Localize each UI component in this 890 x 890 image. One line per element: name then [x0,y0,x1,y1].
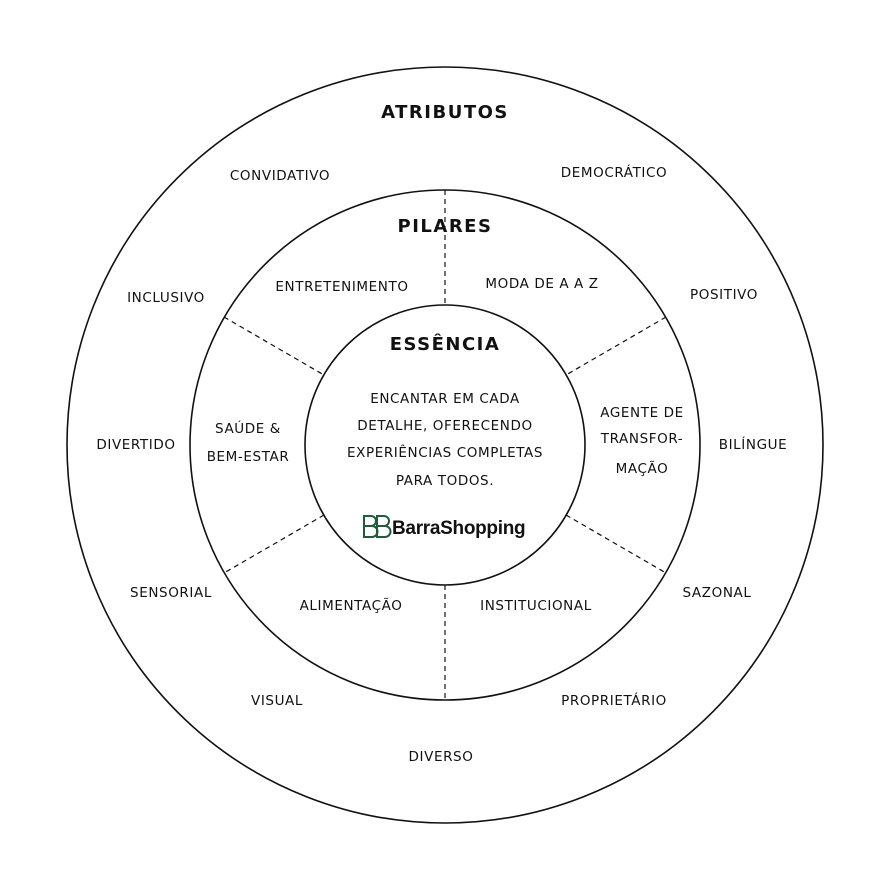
pillar-label: ALIMENTAÇÃO [300,597,403,614]
essence-statement: ENCANTAR EM CADA DETALHE, OFERECENDO EXP… [347,391,543,489]
attribute-label: INCLUSIVO [127,290,205,306]
divider-upper-right [565,316,667,376]
outer-ring [66,66,824,824]
pillar-label: MODA DE A A Z [485,276,598,292]
attribute-label: SENSORIAL [130,585,212,601]
attribute-label: SAZONAL [683,585,752,601]
pillars: ENTRETENIMENTO MODA DE A A Z AGENTE DE T… [207,276,683,614]
attribute-label: DEMOCRÁTICO [561,164,668,181]
essence-line: PARA TODOS. [396,473,494,489]
heading-essencia: ESSÊNCIA [390,333,501,355]
pillar-label: SAÚDE & [215,419,281,437]
attribute-label: CONVIDATIVO [230,168,330,184]
pillar-label: AGENTE DE [600,405,683,421]
attribute-label: PROPRIETÁRIO [561,692,667,709]
pillar-label: MAÇÃO [616,460,669,477]
essence-line: ENCANTAR EM CADA [370,391,520,407]
pillar-label: ENTRETENIMENTO [275,279,408,295]
attributes: CONVIDATIVO DEMOCRÁTICO INCLUSIVO POSITI… [96,164,788,765]
divider-upper-left [223,316,325,376]
pillar-label: INSTITUCIONAL [480,598,592,614]
attribute-label: BILÍNGUE [719,436,788,453]
heading-pilares: PILARES [398,216,493,237]
attribute-label: VISUAL [251,693,303,709]
divider-lower-right [565,514,667,574]
pillar-label: BEM-ESTAR [207,449,290,465]
divider-lower-left [223,514,325,574]
attribute-label: DIVERSO [409,749,474,765]
attribute-label: POSITIVO [690,287,758,303]
brand-name: BarraShopping [392,518,525,539]
essence-line: DETALHE, OFERECENDO [357,418,532,434]
dividers [223,190,667,700]
brand-logo: BarraShopping [363,515,526,539]
pillar-label: TRANSFOR- [600,431,683,447]
essence-line: EXPERIÊNCIAS COMPLETAS [347,443,543,461]
attribute-label: DIVERTIDO [96,437,175,453]
heading-atributos: ATRIBUTOS [381,102,509,123]
double-b-icon [363,515,392,538]
